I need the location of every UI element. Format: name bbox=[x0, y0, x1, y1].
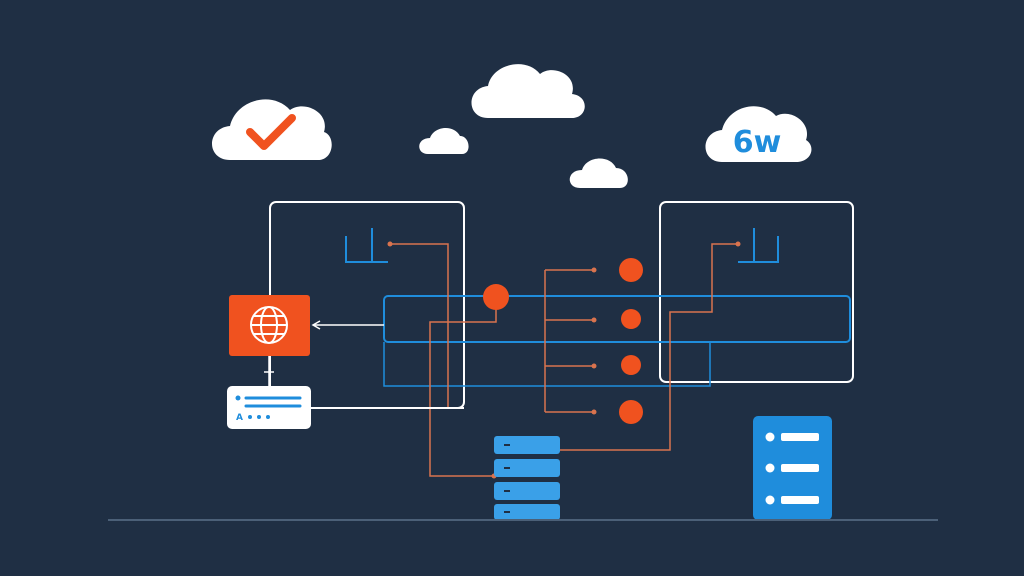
server-tower-icon bbox=[753, 416, 832, 520]
endpoint-node-1 bbox=[619, 258, 643, 282]
id-card-icon: A bbox=[227, 386, 311, 429]
network-band-lower bbox=[383, 342, 711, 387]
connector-lines bbox=[390, 243, 738, 477]
hub-node bbox=[483, 284, 509, 310]
endpoint-node-3 bbox=[621, 355, 641, 375]
endpoint-node-4 bbox=[619, 400, 643, 424]
globe-node bbox=[229, 295, 310, 356]
right-bracket-icon bbox=[738, 228, 779, 263]
left-bracket-icon bbox=[345, 228, 388, 263]
cloud-brand-label: 6w bbox=[733, 125, 782, 160]
arrow-head-icon bbox=[311, 320, 321, 330]
server-stack-icon bbox=[494, 436, 560, 520]
cloud-small-center bbox=[569, 158, 628, 188]
card-label: A bbox=[236, 413, 243, 423]
connector-dots bbox=[387, 241, 741, 479]
branded-cloud-icon: 6w bbox=[705, 106, 812, 162]
cloud-large-top bbox=[471, 64, 585, 118]
network-band bbox=[383, 295, 851, 343]
globe-icon bbox=[250, 306, 288, 344]
endpoint-node-2 bbox=[621, 309, 641, 329]
checkmark-icon bbox=[246, 114, 296, 150]
right-frame bbox=[659, 201, 854, 383]
checkmark-cloud-icon bbox=[212, 99, 332, 160]
cloud-small-left bbox=[419, 127, 469, 154]
